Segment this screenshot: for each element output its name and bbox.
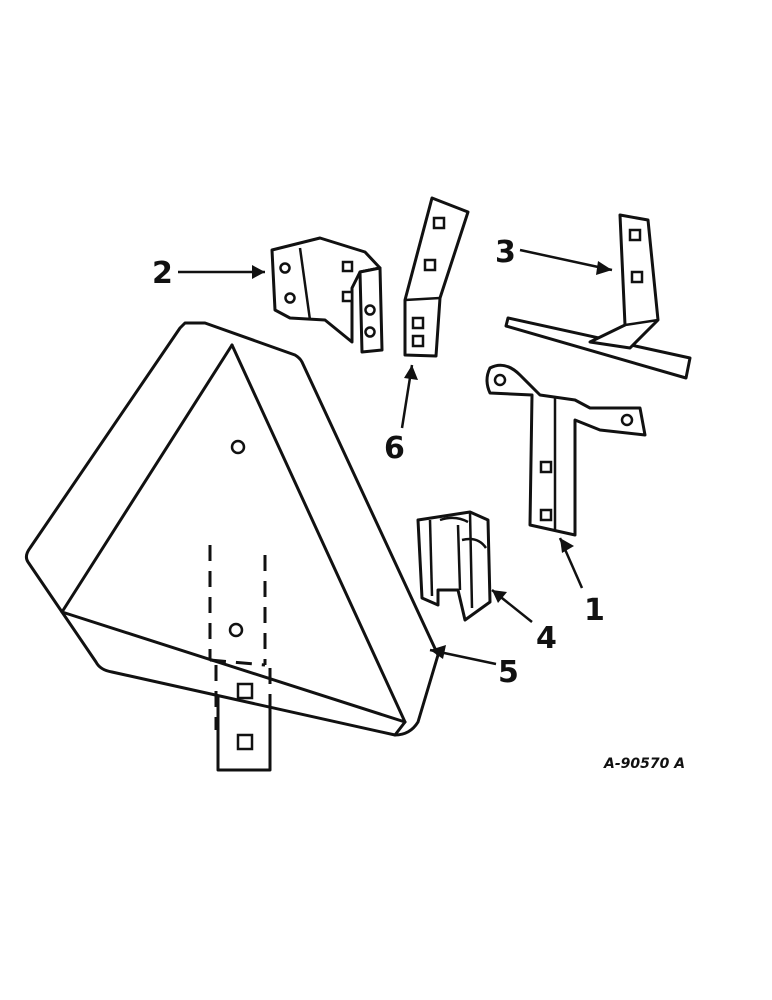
strap-6-hole (411, 316, 425, 330)
emblem-outline (24, 321, 440, 737)
emblem-inner-left-edge (60, 343, 234, 614)
strap-hole (236, 733, 254, 751)
bracket-3 (504, 213, 692, 380)
socket-4-top (439, 516, 469, 524)
bracket-2 (270, 236, 384, 354)
bracket-1-body (485, 363, 647, 537)
socket-4-edge (428, 519, 434, 597)
socket-4-lip (461, 537, 488, 549)
callout-4: 4 (536, 621, 557, 656)
bracket-3-bend (624, 318, 659, 327)
callout-6: 6 (384, 431, 405, 466)
bracket-2-bend (298, 247, 312, 321)
arrowhead-2 (252, 265, 265, 279)
bracket-3-arm (588, 213, 660, 350)
arrowhead-3 (596, 261, 612, 275)
bracket-1 (485, 363, 647, 537)
bracket-2-hole (364, 326, 376, 338)
emblem-upper-hole (230, 439, 246, 455)
callout-3: 3 (495, 235, 516, 270)
socket-4-edge (456, 524, 462, 591)
emblem-lower-hole (228, 622, 244, 638)
arrowhead-5 (430, 645, 446, 659)
strap-6-bend (404, 296, 441, 302)
strap-6-hole (423, 258, 437, 272)
callout-1: 1 (584, 593, 605, 628)
leader-lines (178, 248, 613, 666)
emblem-triangle (24, 321, 440, 772)
hidden-bracket-bottom (209, 658, 266, 667)
strap-6 (403, 196, 470, 358)
bracket-2-hole (341, 260, 354, 273)
emblem-inner-right-edge (230, 343, 407, 724)
bracket-2-hole (341, 290, 354, 303)
bracket-1-hole (539, 508, 553, 522)
bracket-3-hole (628, 228, 642, 242)
arrowhead-4 (492, 590, 507, 603)
strap-6-hole (432, 216, 446, 230)
socket-4 (416, 510, 492, 622)
strap-6-hole (411, 334, 425, 348)
bracket-3-plate (504, 316, 692, 380)
socket-4-edge (468, 511, 474, 609)
bracket-2-hole (279, 262, 291, 274)
leader-3 (519, 248, 613, 272)
bracket-2-hole (284, 292, 296, 304)
callout-2: 2 (152, 256, 173, 291)
emblem-corner (393, 720, 407, 737)
socket-4-body (416, 510, 492, 622)
drawing-number: A-90570 A (603, 756, 685, 772)
emblem-inner-base-edge (60, 610, 407, 724)
bracket-3-hole (630, 270, 644, 284)
bracket-2-hole (364, 304, 376, 316)
arrowhead-1 (560, 538, 574, 553)
bracket-1-hole (539, 460, 553, 474)
arrowhead-6 (404, 365, 418, 380)
callout-5: 5 (498, 655, 519, 690)
bracket-1-hole (620, 413, 634, 427)
hidden-strap-hole (236, 682, 254, 700)
bracket-1-hole (493, 373, 507, 387)
